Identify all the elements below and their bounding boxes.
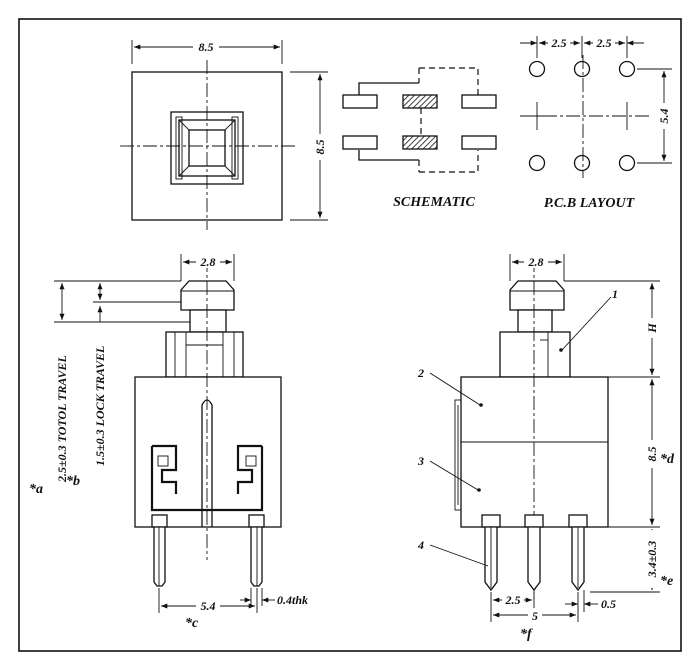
pcb-layout: 2.5 2.5 5.4 P.C.B LAYOUT [520,35,672,211]
callout-3: 3 [417,454,424,468]
callout-1: 1 [612,287,618,301]
side-button-width-dimension: 2.8 [528,255,544,269]
note-f: *f [520,627,533,642]
side-pin-width-dimension: 0.5 [601,597,616,611]
h-dimension: H [645,323,659,334]
note-d: *d [660,452,675,467]
front-button-width-dimension: 2.8 [200,255,216,269]
top-height-dimension: 8.5 [313,140,327,155]
front-pin-spacing-dimension: 5.4 [201,599,216,613]
pcb-hole [573,60,591,78]
front-view: 2.8 2.5±0.3 TOTOL TRAVEL 1.5±0.3 LOCK TR… [29,254,308,631]
note-a: *a [29,482,43,497]
side-view: 2.8 H 8.5 3.4±0.3 *d *e 2.5 5 0.5 *f 1 [417,254,675,642]
pcb-row-spacing-dimension: 5.4 [657,109,671,124]
callout-2: 2 [417,366,424,380]
drawing-frame [18,18,682,652]
top-width-dimension: 8.5 [199,40,214,54]
lock-travel-label: 1.5±0.3 LOCK TRAVEL [93,346,107,466]
schematic-diagram: SCHEMATIC [342,67,497,210]
note-e: *e [660,574,673,589]
pcb-pitch-dimension: 2.5 [551,36,567,50]
note-b: *b [66,474,80,489]
pin-thickness-label: 0.4thk [277,593,308,607]
pcb-hole [573,154,591,172]
callout-4: 4 [417,538,424,552]
schematic-caption: SCHEMATIC [393,195,475,210]
top-view: 8.5 8.5 [120,37,328,230]
pcb-pitch-dimension: 2.5 [596,36,612,50]
pcb-hole [618,60,636,78]
side-body-height-dimension: 8.5 [645,447,659,462]
side-pitch-dimension: 2.5 [505,593,521,607]
pcb-hole [618,154,636,172]
pin-length-dimension: 3.4±0.3 [645,541,659,579]
pcb-hole [528,154,546,172]
pcb-layout-caption: P.C.B LAYOUT [544,196,636,211]
pcb-hole [528,60,546,78]
side-span-dimension: 5 [532,609,538,623]
note-c: *c [185,616,199,631]
total-travel-label: 2.5±0.3 TOTOL TRAVEL [55,355,69,483]
